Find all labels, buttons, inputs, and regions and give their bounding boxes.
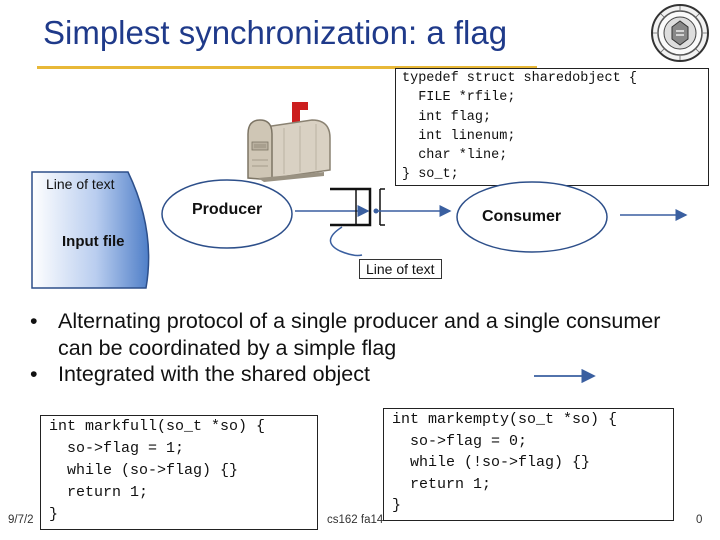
mailbox-icon <box>247 102 331 182</box>
footer-date: 9/7/2 <box>8 514 34 526</box>
bullet-marker: • <box>30 362 38 386</box>
consumer-label: Consumer <box>482 208 562 225</box>
input-file-label: Input file <box>62 233 125 250</box>
producer-label: Producer <box>192 201 263 218</box>
annotation-arrow <box>534 368 596 384</box>
flow-diagram <box>295 187 688 257</box>
bullet-text: Integrated with the shared object <box>58 362 370 386</box>
bullet-marker: • <box>30 309 38 333</box>
footer-page-number: 0 <box>696 514 703 526</box>
consumer-node <box>456 181 608 253</box>
bullet-text: Alternating protocol of a single produce… <box>58 309 661 360</box>
university-seal-icon <box>651 4 709 62</box>
struct-code-box: typedef struct sharedobject { FILE *rfil… <box>395 68 709 186</box>
slide-title: Simplest synchronization: a flag <box>43 14 508 51</box>
buffer-bracket <box>330 187 372 227</box>
markfull-code-box: int markfull(so_t *so) { so->flag = 1; w… <box>40 415 318 530</box>
line-connector <box>329 226 363 257</box>
bullet-item: • Alternating protocol of a single produ… <box>30 308 678 361</box>
file-line-label: Line of text <box>46 176 115 192</box>
footer-course: cs162 fa14 <box>327 514 384 526</box>
input-file-shape <box>31 171 150 289</box>
bullet-item: • Integrated with the shared object <box>30 361 678 388</box>
producer-node <box>161 179 293 249</box>
bullet-list: • Alternating protocol of a single produ… <box>30 308 678 388</box>
markempty-code-box: int markempty(so_t *so) { so->flag = 0; … <box>383 408 674 521</box>
line-of-text-box: Line of text <box>359 259 442 279</box>
title-rule <box>37 66 537 69</box>
